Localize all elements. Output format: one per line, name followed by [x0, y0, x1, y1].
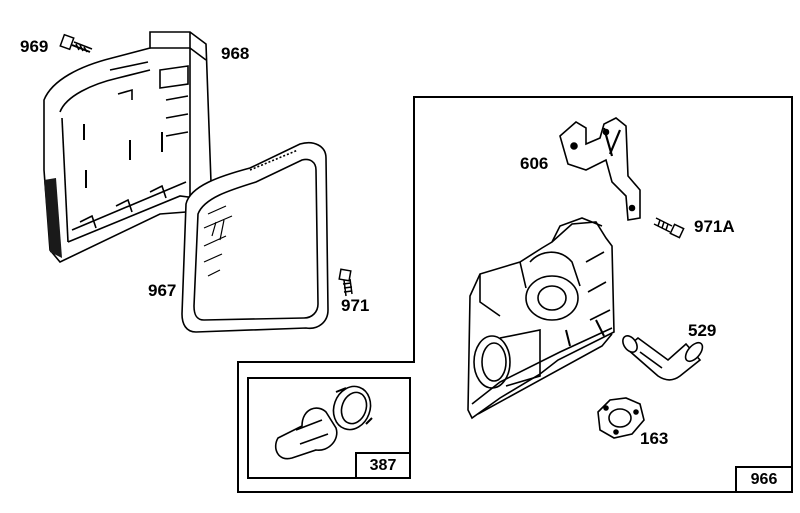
label-387: 387	[369, 457, 397, 474]
label-163: 163	[640, 429, 669, 448]
housing-968	[43, 31, 213, 263]
label-967: 967	[148, 281, 177, 300]
screw-971	[338, 268, 353, 297]
label-529: 529	[688, 321, 717, 340]
kit-966-outline	[237, 96, 793, 493]
label-969: 969	[20, 37, 49, 56]
screw-969	[59, 33, 93, 53]
bracket-606	[559, 117, 641, 221]
screw-971a	[653, 217, 685, 239]
base-assembly	[467, 217, 615, 420]
gasket-163	[597, 397, 645, 439]
kit-387-box	[247, 377, 411, 479]
label-971: 971	[341, 296, 370, 315]
filter-967	[181, 142, 329, 333]
precleaner-387	[274, 385, 373, 460]
label-971a: 971A	[694, 217, 735, 236]
kit-387-label-box	[355, 452, 411, 479]
elbow-529	[622, 335, 704, 381]
label-966: 966	[750, 471, 778, 488]
kit-966-label-box	[735, 466, 793, 493]
housing-968-shading	[44, 178, 62, 258]
label-968: 968	[221, 44, 250, 63]
label-606: 606	[520, 154, 549, 173]
